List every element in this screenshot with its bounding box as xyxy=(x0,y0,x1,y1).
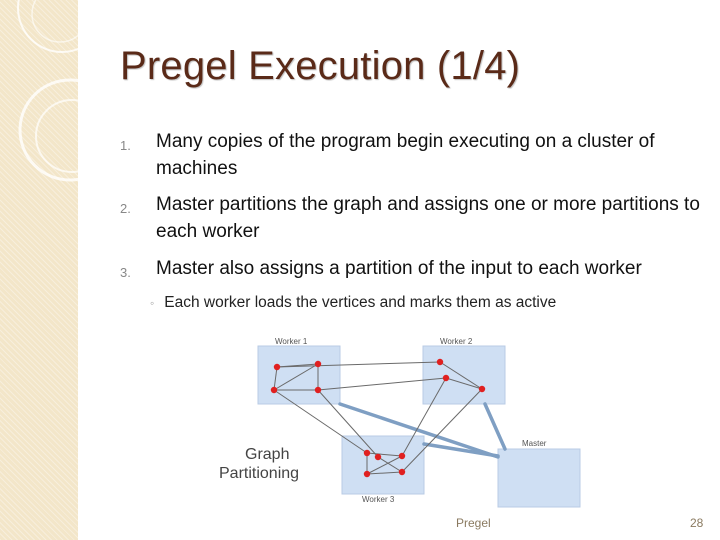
decorative-side-strip xyxy=(0,0,78,540)
graph-node xyxy=(270,386,278,394)
sub-bullet-text: Each worker loads the vertices and marks… xyxy=(164,294,557,311)
decorative-circles xyxy=(17,0,78,182)
graph-node xyxy=(398,452,406,460)
master-link xyxy=(422,442,500,458)
graph-node xyxy=(478,385,486,393)
worker2-box xyxy=(422,345,506,405)
footer-title: Pregel xyxy=(456,516,491,530)
graph-nodes xyxy=(270,358,486,478)
graph-node xyxy=(273,363,281,371)
graph-node xyxy=(374,453,382,461)
graph-node xyxy=(363,470,371,478)
list-text: Many copies of the program begin executi… xyxy=(156,131,655,179)
list-text: Master partitions the graph and assigns … xyxy=(156,194,700,242)
graph-node xyxy=(398,468,406,476)
caption-line1: Graph xyxy=(245,446,289,463)
master-label: Master xyxy=(522,439,547,448)
slide-title: Pregel Execution (1/4) xyxy=(120,44,521,88)
master-link xyxy=(483,402,507,451)
sub-bullet: ◦ Each worker loads the vertices and mark… xyxy=(150,294,556,312)
list-number: 3. xyxy=(120,265,131,280)
graph-edges xyxy=(273,361,483,475)
caption-line2: Partitioning xyxy=(219,465,299,482)
graph-node xyxy=(442,374,450,382)
master-box xyxy=(497,448,581,508)
list-number: 2. xyxy=(120,201,131,216)
master-link xyxy=(338,402,500,459)
worker1-label: Worker 1 xyxy=(275,337,308,346)
bullet-icon: ◦ xyxy=(150,296,155,310)
page-number: 28 xyxy=(690,516,704,530)
graph-node xyxy=(314,360,322,368)
graph-node xyxy=(436,358,444,366)
list-text: Master also assigns a partition of the i… xyxy=(156,258,642,279)
graph-node xyxy=(363,449,371,457)
list-number: 1. xyxy=(120,138,131,153)
worker3-label: Worker 3 xyxy=(362,495,395,504)
graph-node xyxy=(314,386,322,394)
worker2-label: Worker 2 xyxy=(440,337,473,346)
